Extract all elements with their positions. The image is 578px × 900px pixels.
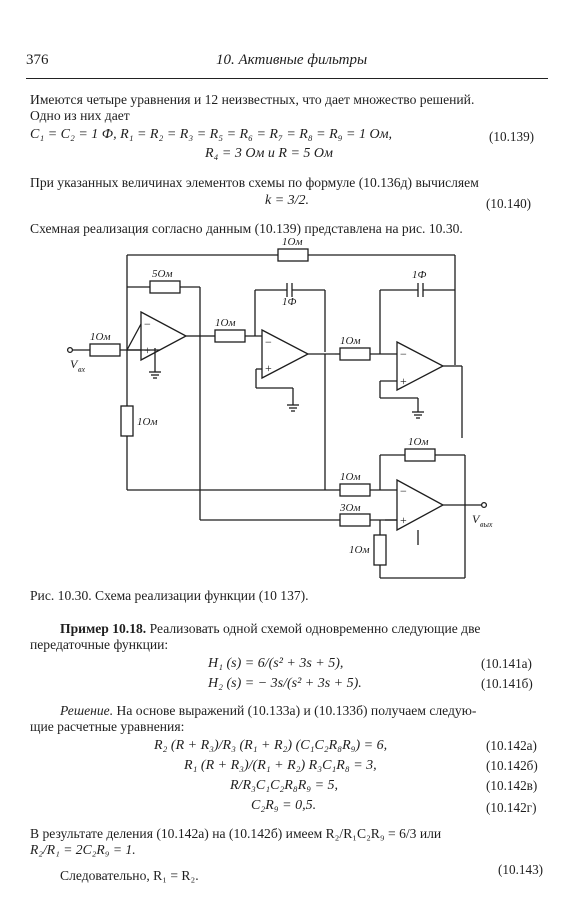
opamp-1 bbox=[140, 310, 188, 362]
equation-142g-number: (10.142г) bbox=[486, 800, 537, 815]
label-r-mid: 1Ом bbox=[215, 317, 235, 329]
label-r-3in: 1Ом bbox=[340, 335, 360, 347]
equation-139-line-1: C₁ = C₂ = 1 Ф, R₁ = R₂ = R₃ = R₅ = R₆ = … bbox=[30, 127, 393, 142]
equation-142v: R/R₃C₁C₂R₈R₉ = 5, bbox=[230, 778, 339, 793]
figure-caption: Рис. 10.30. Схема реализации функции (10… bbox=[30, 588, 309, 603]
example-line-1: Пример 10.18. Реализовать одной схемой о… bbox=[60, 621, 480, 637]
equation-140-number: (10.140) bbox=[486, 196, 532, 211]
label-r-fb4: 1Ом bbox=[408, 436, 428, 448]
resistor-mid bbox=[214, 329, 246, 343]
final-statement: Следовательно, R₁ = R₂. bbox=[60, 868, 199, 883]
solution-line-2: щие расчетные уравнения: bbox=[30, 719, 185, 734]
opamp-1-minus: − bbox=[144, 317, 151, 331]
label-c-mid: 1Ф bbox=[282, 296, 297, 308]
equation-141b-number: (10.141б) bbox=[481, 676, 533, 691]
label-r-in: 1Ом bbox=[90, 331, 110, 343]
opamp-2 bbox=[261, 328, 310, 380]
equation-142a: R₂ (R + R₃)/R₃ (R₁ + R₂) (C₁C₂R₈R₉) = 6, bbox=[154, 738, 388, 753]
equation-142b: R₁ (R + R₃)/(R₁ + R₂) R₃C₁R₈ = 3, bbox=[184, 758, 377, 773]
label-r-4gnd: 1Ом bbox=[349, 544, 369, 556]
resistor-top bbox=[277, 248, 309, 262]
opamp-4 bbox=[396, 478, 445, 532]
solution-text: На основе выражений (10.133а) и (10.133б… bbox=[116, 703, 477, 718]
result-line-2: R₂/R₁ = 2C₂R₉ = 1. bbox=[30, 842, 136, 857]
label-r-50: 5Ом bbox=[152, 268, 172, 280]
label-c-3: 1Ф bbox=[412, 269, 427, 281]
label-v-out-sub: вых bbox=[480, 520, 493, 529]
opamp-2-minus: − bbox=[265, 335, 272, 349]
equation-142a-number: (10.142а) bbox=[486, 738, 537, 753]
equation-141a-number: (10.141а) bbox=[481, 656, 532, 671]
opamp-4-plus: + bbox=[400, 513, 407, 527]
resistor-3-input bbox=[339, 347, 371, 361]
opamp-3-minus: − bbox=[400, 347, 407, 361]
result-line-1: В результате деления (10.142а) на (10.14… bbox=[30, 826, 442, 841]
page-header: 376 10. Активные фильтры bbox=[26, 52, 548, 79]
label-r-4b: 3Ом bbox=[339, 502, 360, 514]
resistor-5-ohm bbox=[149, 280, 181, 294]
paragraph-3: Схемная реализация согласно данным (10.1… bbox=[30, 221, 463, 236]
equation-142b-number: (10.142б) bbox=[486, 758, 538, 773]
label-v-in-sub: вх bbox=[78, 365, 85, 374]
running-title: 10. Активные фильтры bbox=[216, 52, 368, 68]
opamp-4-minus: − bbox=[400, 484, 407, 498]
equation-142v-number: (10.142в) bbox=[486, 778, 538, 793]
equation-139-line-2: R₄ = 3 Ом и R = 5 Ом bbox=[205, 146, 333, 161]
intro-line-1: Имеются четыре уравнения и 12 неизвестны… bbox=[30, 92, 475, 107]
intro-line-2: Одно из них дает bbox=[30, 108, 130, 123]
resistor-fb4 bbox=[404, 448, 436, 462]
equation-141b: H₂ (s) = − 3s/(s² + 3s + 5). bbox=[208, 676, 362, 691]
label-v-out: V bbox=[472, 512, 481, 526]
opamp-3 bbox=[396, 340, 445, 392]
example-text: Реализовать одной схемой одновременно сл… bbox=[149, 621, 481, 636]
equation-139-number: (10.139) bbox=[489, 129, 535, 144]
example-title: Пример 10.18. bbox=[60, 621, 147, 636]
equation-142g: C₂R₉ = 0,5. bbox=[251, 798, 317, 813]
resistor-4a bbox=[339, 483, 371, 497]
opamp-3-plus: + bbox=[400, 374, 407, 388]
resistor-shunt bbox=[120, 405, 134, 437]
paragraph-2: При указанных величинах элементов схемы … bbox=[30, 175, 479, 190]
label-r-top: 1Ом bbox=[282, 236, 302, 248]
resistor-4b bbox=[339, 513, 371, 527]
solution-line-1: Решение. На основе выражений (10.133а) и… bbox=[60, 703, 476, 719]
label-v-in: V bbox=[70, 357, 79, 371]
equation-141a: H₁ (s) = 6/(s² + 3s + 5), bbox=[208, 656, 344, 671]
opamp-1-plus: + bbox=[144, 343, 151, 357]
equation-140: k = 3/2. bbox=[265, 193, 310, 208]
solution-title: Решение. bbox=[60, 703, 114, 718]
page-number: 376 bbox=[26, 52, 49, 68]
resistor-input bbox=[89, 343, 121, 357]
equation-143-number: (10.143) bbox=[498, 862, 544, 877]
label-r-4a: 1Ом bbox=[340, 471, 360, 483]
resistor-4-ground bbox=[373, 534, 387, 566]
example-line-2: передаточные функции: bbox=[30, 637, 169, 652]
opamp-2-plus: + bbox=[265, 361, 272, 375]
label-r-shunt: 1Ом bbox=[137, 416, 157, 428]
